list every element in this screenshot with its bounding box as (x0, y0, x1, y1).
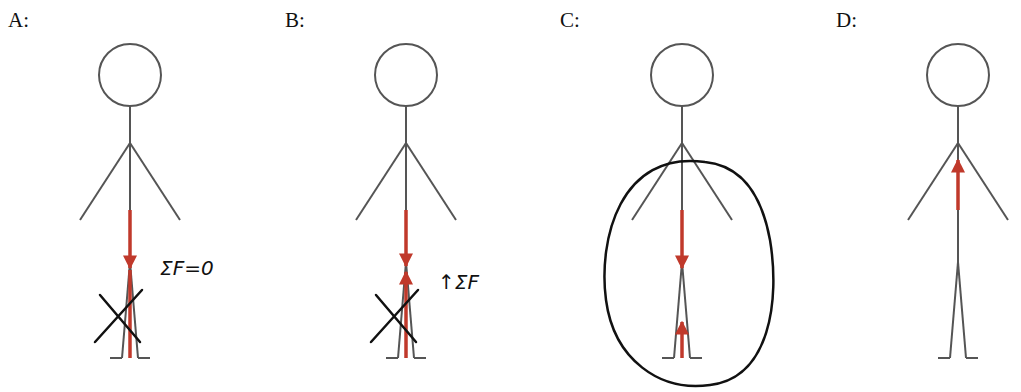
panel-letter: B: (285, 8, 305, 33)
figure-d (908, 44, 1008, 358)
panel-letter: C: (560, 8, 580, 33)
panel-letter: A: (8, 8, 29, 33)
figure-outlines (80, 44, 1008, 358)
handwritten-marks (95, 161, 773, 386)
figure-a (80, 44, 180, 358)
force-arrows (130, 160, 958, 358)
figure-c (632, 44, 732, 358)
handwritten-note: ΣF=0 (160, 256, 214, 280)
panel-letter: D: (836, 8, 857, 33)
figure-b (356, 44, 456, 358)
handwritten-note: ↑ΣF (438, 270, 479, 294)
